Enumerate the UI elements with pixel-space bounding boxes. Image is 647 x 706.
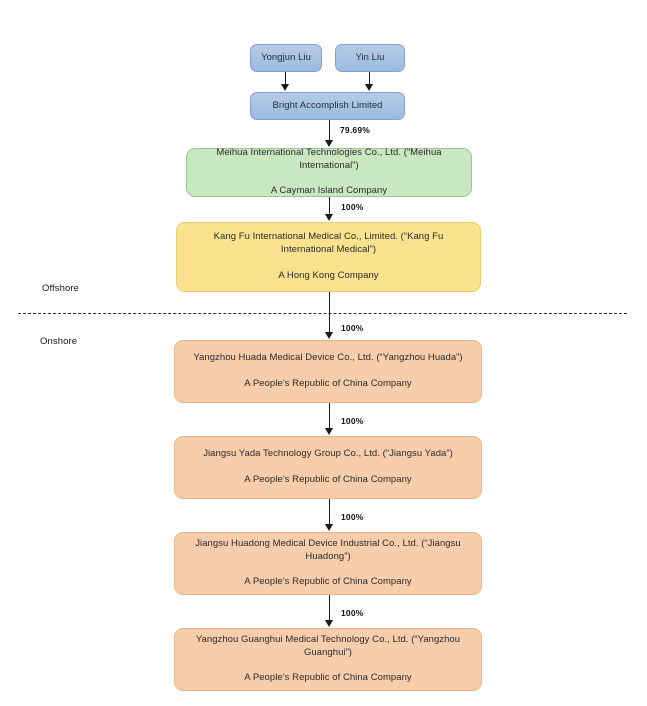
edge-huadong-to-guanghui-arrowhead bbox=[325, 620, 333, 627]
node-label-primary: Kang Fu International Medical Co., Limit… bbox=[213, 231, 444, 256]
node-kang-fu-international-medical[interactable]: Kang Fu International Medical Co., Limit… bbox=[176, 222, 481, 292]
edge-yada-to-huadong-arrowhead bbox=[325, 524, 333, 531]
edge-label-meihua-to-kangfu: 100% bbox=[341, 202, 364, 212]
node-label-primary: Jiangsu Huadong Medical Device Industria… bbox=[195, 537, 461, 562]
node-label-secondary: A People’s Republic of China Company bbox=[244, 576, 412, 588]
node-label-secondary: A People’s Republic of China Company bbox=[244, 378, 412, 389]
edge-label-yada-to-huadong: 100% bbox=[341, 512, 364, 522]
edge-huada-to-yada-arrowhead bbox=[325, 428, 333, 435]
edge-label-kangfu-to-huada: 100% bbox=[341, 323, 364, 333]
edge-bright-to-meihua bbox=[329, 120, 331, 142]
node-label-primary: Yangzhou Guanghui Medical Technology Co.… bbox=[195, 633, 461, 658]
edge-label-huadong-to-guanghui: 100% bbox=[341, 608, 364, 618]
node-jiangsu-huadong[interactable]: Jiangsu Huadong Medical Device Industria… bbox=[174, 532, 482, 595]
edge-meihua-to-kangfu-arrowhead bbox=[325, 214, 333, 221]
edge-yongjun-to-bright bbox=[285, 72, 287, 85]
zone-label-onshore: Onshore bbox=[40, 336, 78, 347]
node-yangzhou-huada[interactable]: Yangzhou Huada Medical Device Co., Ltd. … bbox=[174, 340, 482, 403]
node-yangzhou-guanghui[interactable]: Yangzhou Guanghui Medical Technology Co.… bbox=[174, 628, 482, 691]
edge-huada-to-yada bbox=[329, 403, 331, 430]
offshore-onshore-divider bbox=[18, 313, 627, 314]
edge-yongjun-to-bright-arrowhead bbox=[281, 84, 289, 91]
node-label-primary: Meihua International Technologies Co., L… bbox=[216, 146, 442, 171]
edge-label-huada-to-yada: 100% bbox=[341, 416, 364, 426]
edge-yada-to-huadong bbox=[329, 499, 331, 526]
edge-yin-to-bright-arrowhead bbox=[365, 84, 373, 91]
node-label-primary: Yongjun Liu bbox=[261, 51, 311, 63]
edge-huadong-to-guanghui bbox=[329, 595, 331, 622]
node-label-secondary: A People’s Republic of China Company bbox=[244, 474, 412, 485]
node-jiangsu-yada[interactable]: Jiangsu Yada Technology Group Co., Ltd. … bbox=[174, 436, 482, 499]
node-label-primary: Bright Accomplish Limited bbox=[272, 99, 383, 111]
node-label-primary: Jiangsu Yada Technology Group Co., Ltd. … bbox=[203, 448, 453, 460]
node-label-secondary: A Hong Kong Company bbox=[278, 269, 379, 281]
edge-label-bright-to-meihua: 79.69% bbox=[340, 125, 371, 135]
node-bright-accomplish-limited[interactable]: Bright Accomplish Limited bbox=[250, 92, 405, 120]
node-yongjun-liu[interactable]: Yongjun Liu bbox=[250, 44, 322, 72]
edge-yin-to-bright bbox=[369, 72, 371, 85]
edge-kangfu-to-huada-arrowhead bbox=[325, 332, 333, 339]
node-yin-liu[interactable]: Yin Liu bbox=[335, 44, 405, 72]
node-label-secondary: A People’s Republic of China Company bbox=[244, 672, 412, 684]
edge-bright-to-meihua-arrowhead bbox=[325, 140, 333, 147]
node-label-primary: Yin Liu bbox=[355, 51, 385, 63]
zone-label-offshore: Offshore bbox=[42, 283, 80, 294]
node-label-primary: Yangzhou Huada Medical Device Co., Ltd. … bbox=[193, 352, 463, 364]
node-label-secondary: A Cayman Island Company bbox=[270, 185, 388, 197]
edge-kangfu-to-huada bbox=[329, 292, 331, 334]
edge-meihua-to-kangfu bbox=[329, 197, 331, 216]
node-meihua-international[interactable]: Meihua International Technologies Co., L… bbox=[186, 146, 472, 197]
